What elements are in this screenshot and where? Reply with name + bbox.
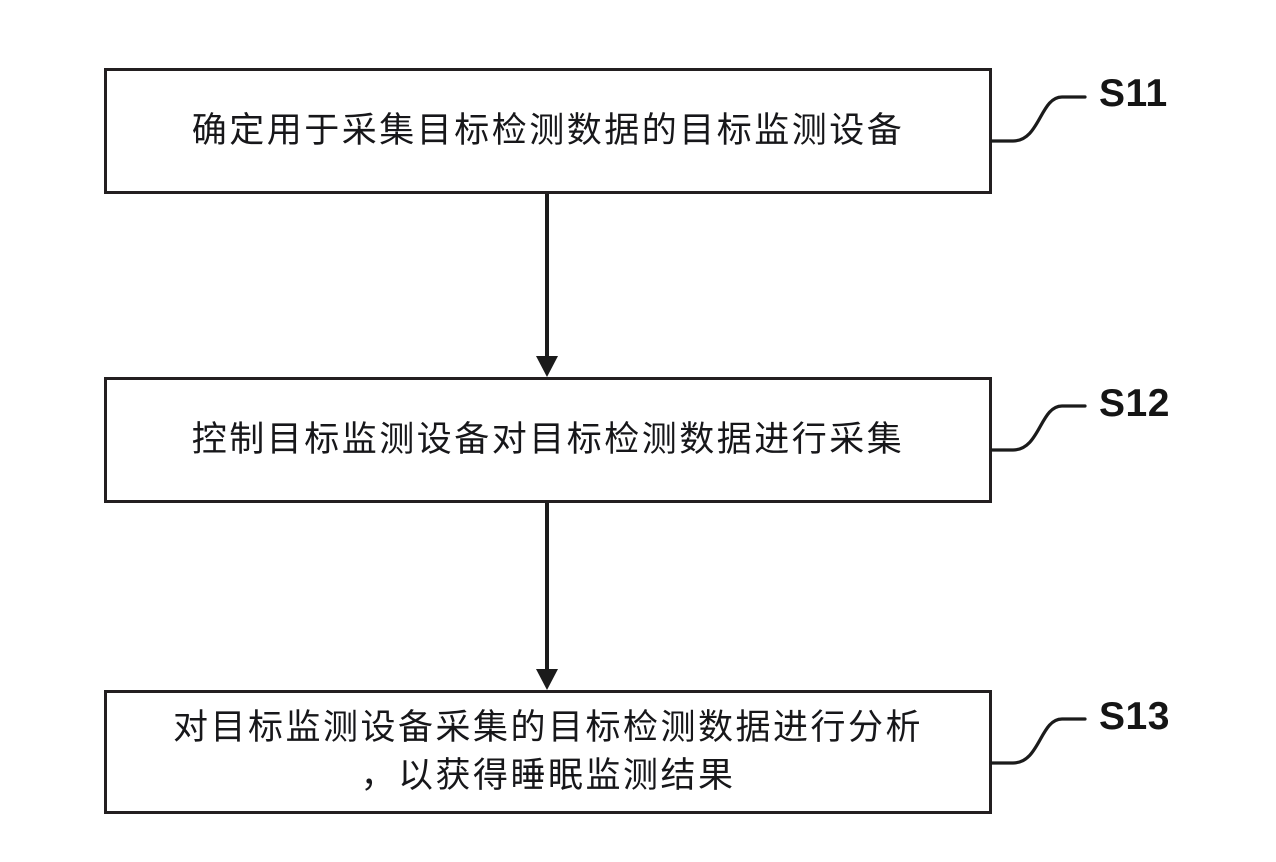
leader-curve-s13 — [990, 717, 1087, 765]
step-label-s11: S11 — [1099, 72, 1168, 115]
process-box-s13-text-line-2: ，以获得睡眠监测结果 — [360, 756, 736, 795]
connector-s12-to-s13 — [536, 503, 558, 690]
connector-s11-to-s12 — [536, 194, 558, 377]
arrow-head-icon — [536, 669, 558, 690]
arrow-head-icon — [536, 356, 558, 377]
step-label-s12: S12 — [1099, 382, 1170, 425]
process-box-s11[interactable]: 确定用于采集目标检测数据的目标监测设备 — [104, 68, 992, 194]
process-box-s11-text-line-1: 确定用于采集目标检测数据的目标监测设备 — [191, 111, 905, 150]
process-box-s13[interactable]: 对目标监测设备采集的目标检测数据进行分析 ，以获得睡眠监测结果 — [104, 690, 992, 814]
leader-curve-s11 — [990, 95, 1087, 143]
leader-curve-s12 — [990, 404, 1087, 452]
step-label-s13: S13 — [1099, 695, 1170, 738]
process-box-s12[interactable]: 控制目标监测设备对目标检测数据进行采集 — [104, 377, 992, 503]
process-box-s12-text-line-1: 控制目标监测设备对目标检测数据进行采集 — [191, 420, 905, 459]
process-box-s13-text-line-1: 对目标监测设备采集的目标检测数据进行分析 — [172, 708, 923, 747]
